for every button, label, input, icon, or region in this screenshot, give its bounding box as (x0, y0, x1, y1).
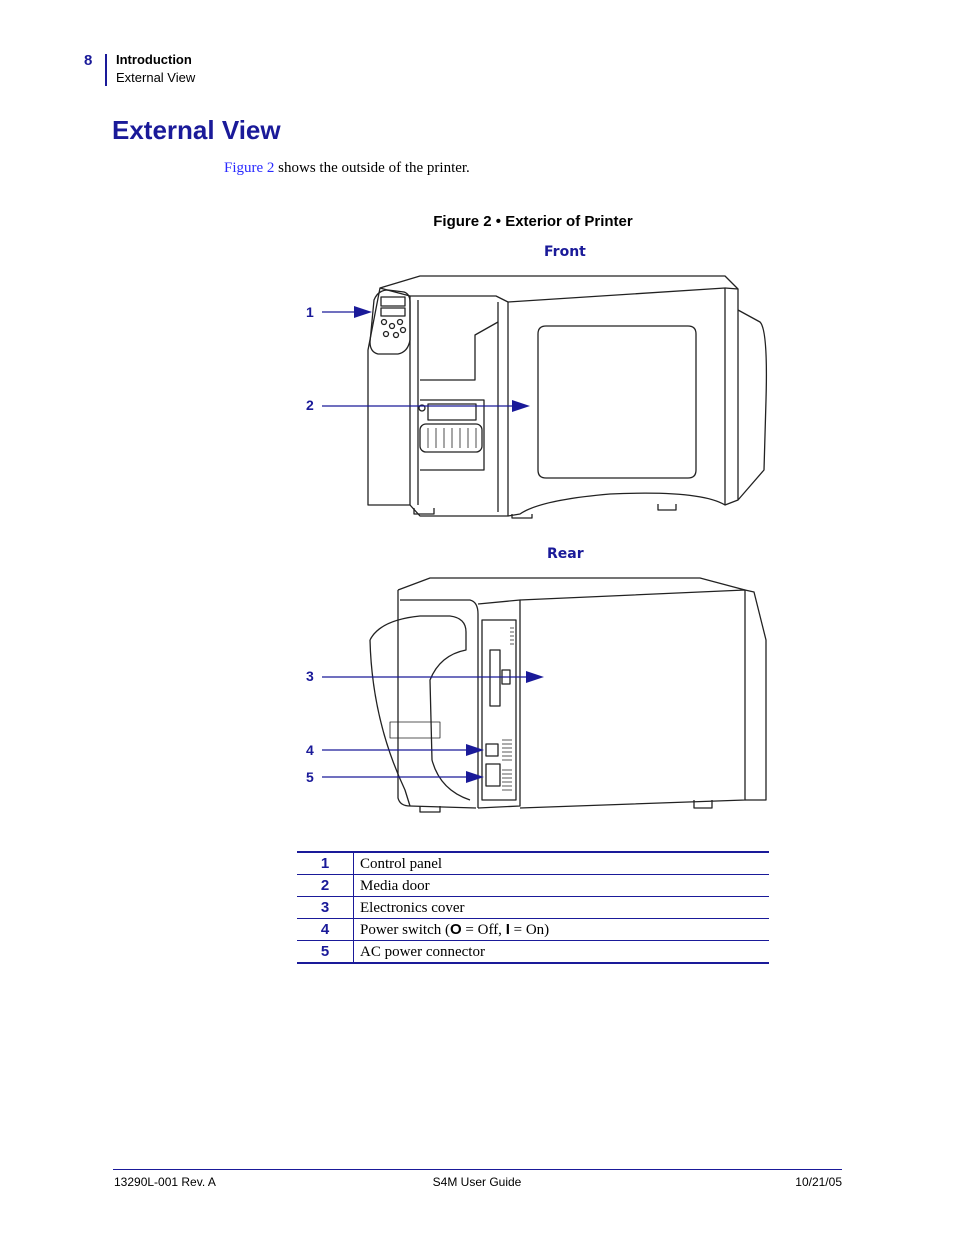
legend-table: 1 Control panel 2 Media door 3 Electronics co… (297, 851, 769, 964)
page-number: 8 (84, 52, 93, 69)
legend-text: Power switch ( (360, 921, 450, 938)
rear-printer-drawing (369, 577, 767, 813)
callout-2: 2 (306, 397, 314, 413)
legend-number: 1 (297, 851, 354, 875)
legend-description: Media door (353, 874, 769, 897)
front-printer-drawing (367, 275, 768, 519)
legend-description: Electronics cover (353, 896, 769, 919)
callout-3: 3 (306, 668, 314, 684)
legend-symbol: O (450, 920, 462, 938)
legend-row: 3 Electronics cover (297, 896, 769, 919)
legend-number: 3 (297, 896, 354, 919)
footer-doc-number: 13290L-001 Rev. A (114, 1175, 216, 1189)
legend-text: = Off, (461, 921, 506, 938)
page-title: External View (112, 115, 281, 145)
callout-4: 4 (306, 742, 314, 758)
legend-description: Control panel (353, 851, 769, 875)
callout-leaders (322, 306, 544, 783)
intro-paragraph: Figure 2 shows the outside of the printe… (224, 160, 470, 177)
rear-view-label: Rear (547, 546, 584, 562)
legend-number: 5 (297, 940, 354, 964)
header-section: Introduction (116, 52, 192, 67)
header-divider (105, 54, 107, 86)
legend-number: 4 (297, 918, 354, 941)
footer-date: 10/21/05 (795, 1175, 842, 1189)
legend-row: 2 Media door (297, 874, 769, 897)
header-subsection: External View (116, 70, 196, 85)
legend-text: AC power connector (360, 943, 485, 960)
figure-caption: Figure 2 • Exterior of Printer (433, 213, 633, 230)
legend-number: 2 (297, 874, 354, 897)
intro-text: shows the outside of the printer. (274, 160, 470, 176)
legend-description: Power switch (O = Off, I = On) (353, 918, 769, 941)
legend-text: Control panel (360, 855, 443, 872)
footer-guide-title: S4M User Guide (432, 1175, 522, 1189)
legend-text: Electronics cover (360, 899, 465, 916)
figure-link[interactable]: Figure 2 (224, 160, 275, 176)
legend-description: AC power connector (353, 940, 769, 964)
legend-symbol: I (505, 920, 510, 938)
front-view-label: Front (544, 244, 586, 260)
legend-text: = On) (509, 921, 550, 938)
footer-divider (113, 1169, 842, 1170)
legend-row: 1 Control panel (297, 851, 769, 875)
callout-1: 1 (306, 304, 314, 320)
legend-text: Media door (360, 877, 430, 894)
callout-5: 5 (306, 769, 314, 785)
legend-row: 5 AC power connector (297, 940, 769, 964)
